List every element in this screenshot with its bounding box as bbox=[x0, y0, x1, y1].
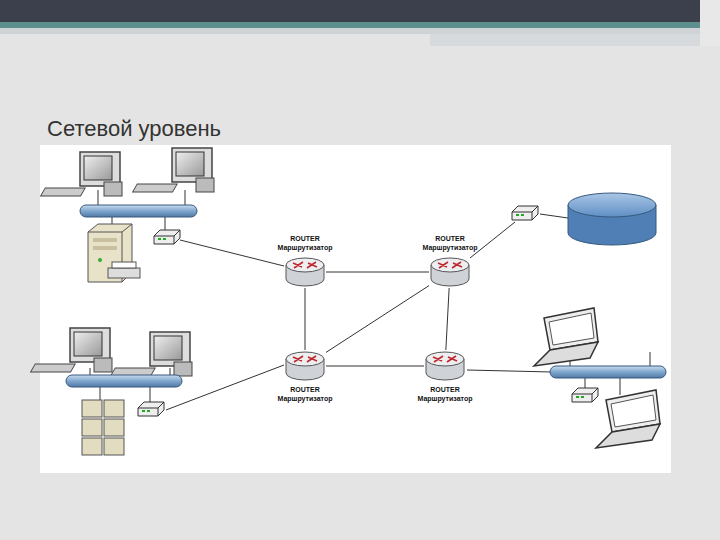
slide-title: Сетевой уровень bbox=[47, 116, 221, 142]
network-link bbox=[326, 366, 424, 367]
network-link bbox=[446, 288, 449, 350]
router-icon bbox=[429, 256, 471, 288]
router-caption: Маршрутизатор bbox=[278, 394, 333, 403]
router-icon bbox=[284, 350, 326, 382]
network-link bbox=[326, 286, 429, 353]
router-label: ROUTER bbox=[290, 385, 320, 394]
router-caption: Маршрутизатор bbox=[278, 243, 333, 252]
router-node: ROUTERМаршрутизатор bbox=[284, 350, 326, 382]
router-label: ROUTER bbox=[430, 385, 460, 394]
router-caption: Маршрутизатор bbox=[418, 394, 473, 403]
network-link bbox=[305, 288, 306, 350]
router-node: ROUTERМаршрутизатор bbox=[424, 350, 466, 382]
router-icon bbox=[284, 256, 326, 288]
router-label: ROUTER bbox=[290, 234, 320, 243]
router-label: ROUTER bbox=[435, 234, 465, 243]
router-node: ROUTERМаршрутизатор bbox=[284, 256, 326, 288]
network-link bbox=[326, 272, 429, 273]
router-node: ROUTERМаршрутизатор bbox=[429, 256, 471, 288]
router-caption: Маршрутизатор bbox=[423, 243, 478, 252]
router-icon bbox=[424, 350, 466, 382]
